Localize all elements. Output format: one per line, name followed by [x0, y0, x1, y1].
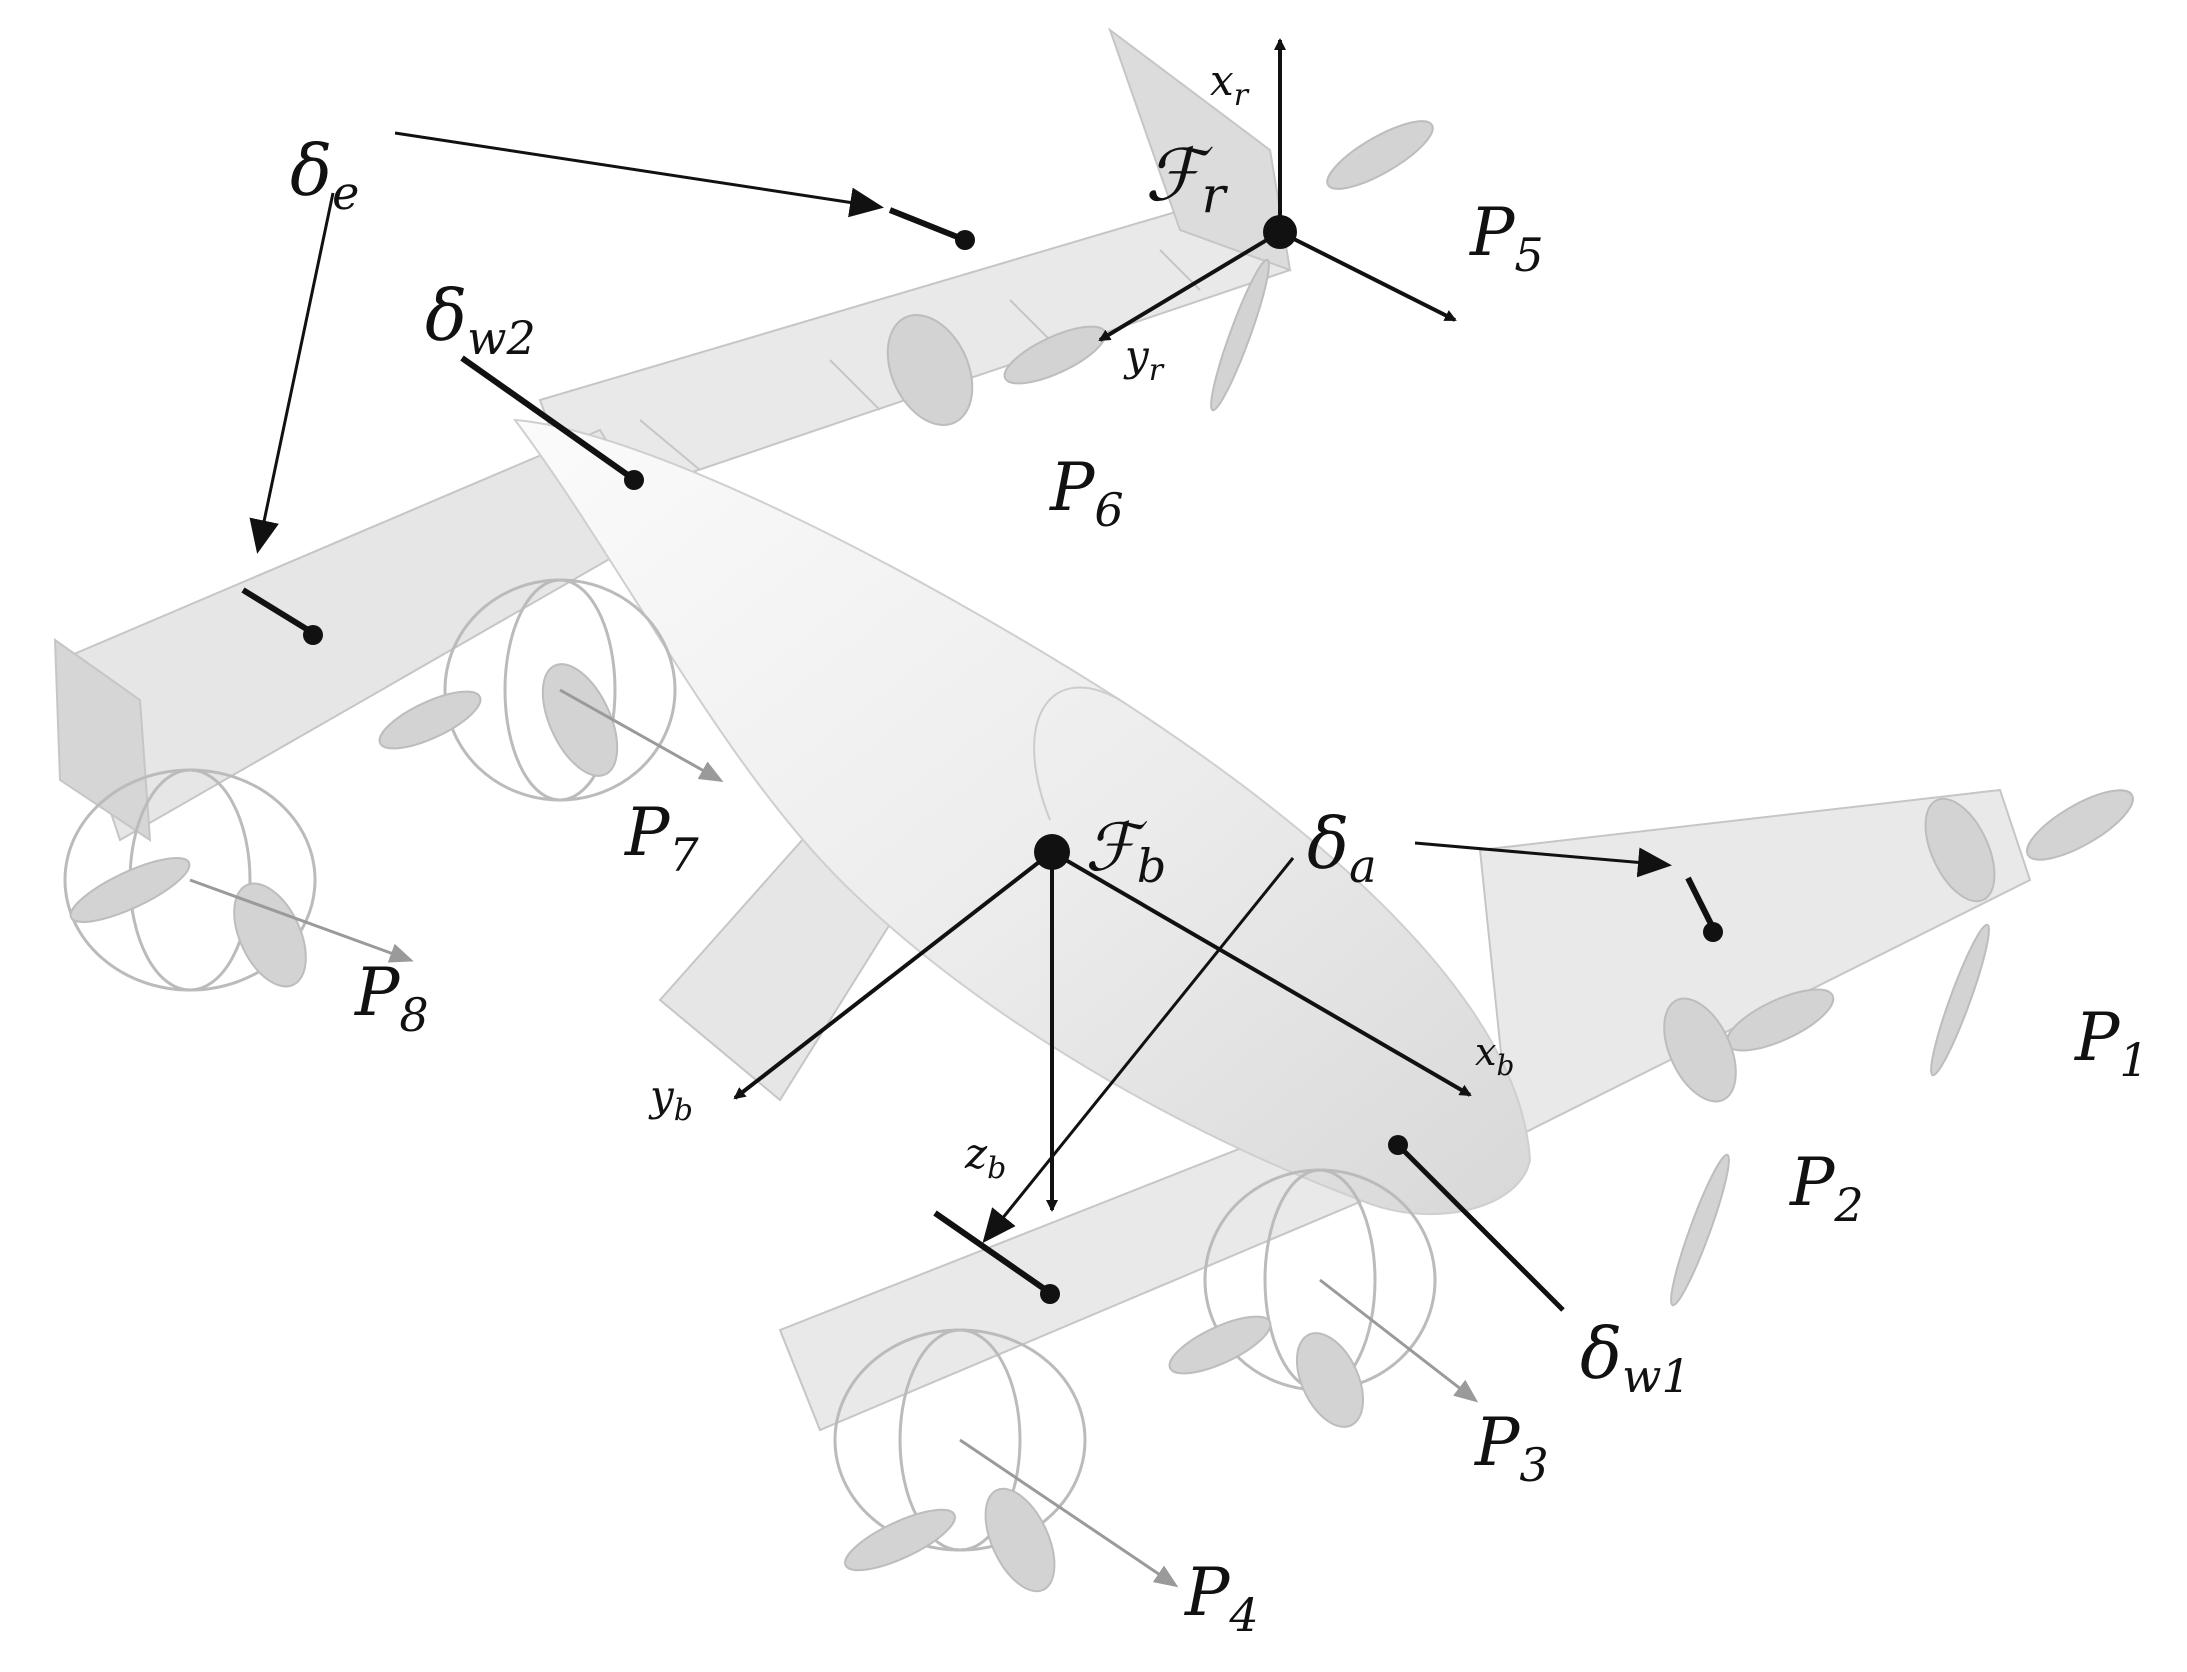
aircraft-body: [53, 27, 2134, 1593]
label-y-r: yr: [1123, 331, 1165, 388]
label-delta-w1: δw1: [1580, 1313, 1691, 1403]
delta-a-pointer-down: [982, 857, 1295, 1244]
delta-e-pointer-rear: [394, 131, 884, 218]
hinge-delta-w1: [1388, 1135, 1408, 1155]
hinge-delta-w2: [624, 470, 644, 490]
label-delta-a: δa: [1307, 803, 1377, 893]
left-wing: [53, 428, 662, 842]
frame-b-origin: [1034, 834, 1070, 870]
frame-r-axes: [1098, 38, 1457, 342]
propellers: [886, 120, 2134, 1307]
label-delta-e: δe: [290, 130, 359, 220]
labels: δe δw2 δa δw1 ℱr ℱb xr yr xb yb zb P1 P2…: [290, 56, 2149, 1642]
axis-y-r: [1098, 230, 1282, 342]
delta-w1-marker: [1396, 1143, 1565, 1312]
label-P4: P4: [1184, 1554, 1259, 1642]
axis-y-b: [733, 850, 1054, 1100]
axis-third-r: [1279, 230, 1457, 322]
hinge-delta-a-lower: [1040, 1284, 1060, 1304]
hinge-delta-e-left: [303, 625, 323, 645]
label-P7: P7: [624, 794, 699, 882]
hinge-points: [303, 230, 1723, 1304]
delta-a-marker-right: [1685, 876, 1716, 930]
label-x-b: xb: [1475, 1030, 1514, 1082]
hinge-delta-e-rear: [955, 230, 975, 250]
delta-w2-marker: [460, 355, 634, 481]
fuselage: [512, 418, 1532, 1216]
thrust-arrows: [189, 688, 1479, 1588]
label-x-r: xr: [1210, 56, 1250, 113]
label-y-b: yb: [648, 1071, 693, 1128]
delta-e-pointer-left: [249, 192, 335, 554]
delta-e-marker-rear: [888, 207, 967, 243]
axis-x-b: [1050, 850, 1472, 1097]
label-frame-r: ℱr: [1145, 133, 1229, 224]
hinge-delta-a-right: [1703, 922, 1723, 942]
label-delta-w2: δw2: [425, 275, 536, 365]
label-P3: P3: [1474, 1404, 1549, 1492]
delta-a-marker-lower: [933, 1210, 1045, 1291]
rear-wing: [538, 27, 1292, 512]
frame-r-origin: [1263, 215, 1297, 249]
label-P8: P8: [354, 954, 429, 1042]
annotations: [241, 131, 1716, 1312]
frame-b-axes: [733, 850, 1472, 1212]
label-z-b: zb: [964, 1129, 1006, 1186]
label-P2: P2: [1789, 1144, 1864, 1232]
label-P5: P5: [1469, 194, 1544, 282]
label-P1: P1: [2074, 999, 2149, 1087]
delta-a-pointer-right: [1414, 841, 1672, 878]
delta-e-marker-left: [241, 587, 315, 636]
label-P6: P6: [1049, 449, 1124, 537]
